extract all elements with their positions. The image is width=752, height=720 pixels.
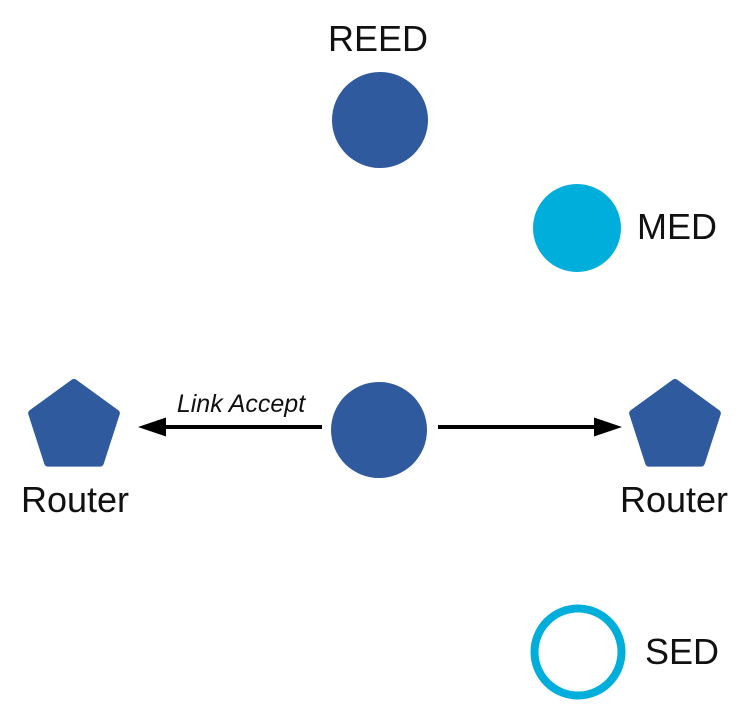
edge-link-accept-arrowhead bbox=[138, 417, 166, 437]
router-left-node-label: Router bbox=[20, 479, 130, 520]
router-right-node-label: Router bbox=[619, 479, 729, 520]
med-node-circle bbox=[533, 184, 621, 272]
parent-node-circle bbox=[331, 382, 427, 478]
router-right-pentagon bbox=[629, 379, 721, 467]
sed-node-ring bbox=[530, 604, 626, 700]
edge-right-arrow bbox=[438, 417, 622, 437]
sed-node-label: SED bbox=[645, 631, 720, 672]
edge-link-accept-arrow bbox=[138, 417, 322, 437]
router-left-pentagon bbox=[28, 379, 120, 467]
link-accept-edge-label: Link Accept bbox=[176, 390, 306, 418]
reed-node-circle bbox=[332, 72, 428, 168]
med-node-label: MED bbox=[637, 206, 717, 247]
edge-right-arrowhead bbox=[594, 417, 622, 437]
reed-node-label: REED bbox=[327, 18, 429, 59]
